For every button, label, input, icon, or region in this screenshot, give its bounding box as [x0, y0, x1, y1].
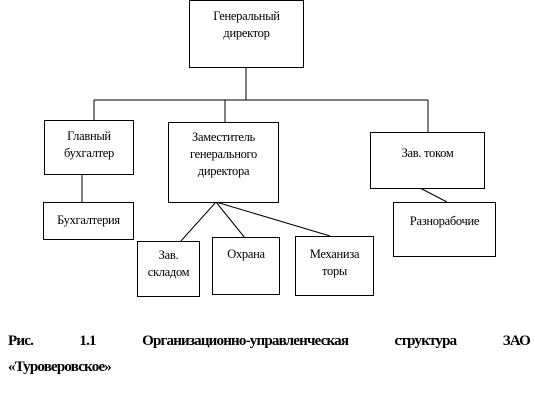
node-label: Зав. [158, 248, 179, 262]
node-label: Главный [67, 129, 111, 143]
node-label: директора [197, 164, 250, 178]
node-label: Зав. током [401, 146, 454, 160]
node-general-director: Генеральный директор [189, 0, 304, 68]
node-label: Механиза [309, 247, 360, 261]
caption-word: Рис. [8, 333, 34, 349]
node-label: Разнорабочие [409, 214, 480, 228]
node-mechanics: Механиза торы [295, 236, 374, 296]
node-label: директор [223, 26, 270, 40]
caption-word: 1.1 [79, 333, 96, 349]
node-label: генерального [190, 147, 257, 161]
node-label: Заместитель [192, 130, 255, 144]
connector-deputy-to-warehouse [179, 201, 217, 243]
caption-word: «Туроверовское» [8, 359, 112, 375]
node-chief-accountant: Главный бухгалтер [44, 120, 134, 175]
node-accounting: Бухгалтерия [43, 202, 134, 240]
node-label: торы [322, 264, 347, 278]
node-label: складом [147, 265, 190, 279]
org-chart-connectors [81, 68, 448, 243]
node-deputy-director: Заместитель генерального директора [168, 122, 279, 203]
node-label: бухгалтер [64, 146, 114, 160]
connector-deputy-to-security [215, 201, 246, 239]
connector-deputy-to-mechanics [215, 201, 331, 237]
node-label: Генеральный [213, 9, 280, 23]
caption-word: Организационно-управленческая [142, 333, 349, 349]
node-label: Бухгалтерия [57, 213, 120, 227]
node-label: Охрана [227, 247, 265, 261]
node-security: Охрана [212, 237, 280, 295]
node-warehouse-head: Зав. складом [137, 241, 200, 297]
node-workers: Разнорабочие [393, 202, 496, 257]
caption-word: структура [394, 333, 458, 349]
node-shop-head: Зав. током [370, 132, 485, 189]
figure-caption: Рис. 1.1 Организационно-управленческая с… [8, 328, 531, 380]
caption-word: ЗАО [502, 333, 531, 349]
connector-shop-head-to-workers [419, 187, 448, 203]
